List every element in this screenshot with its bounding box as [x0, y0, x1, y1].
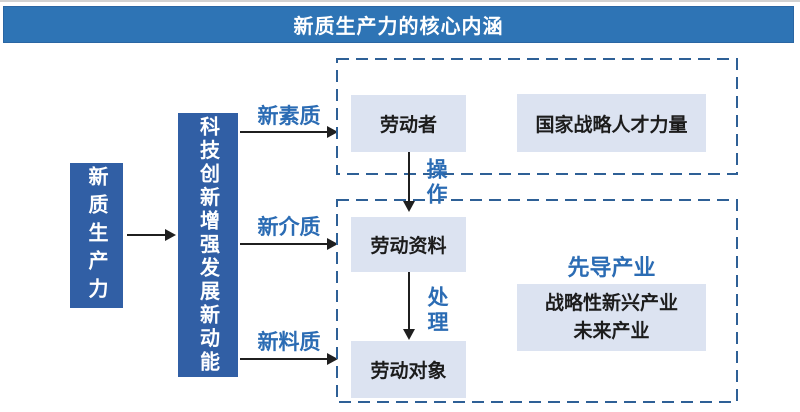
node-national-talent-label: 国家战略人才力量 — [535, 114, 688, 136]
dashed-border-bottom — [336, 199, 738, 403]
branch-label-new-material: 新料质 — [257, 331, 321, 354]
top-hairline — [0, 0, 800, 2]
node-labor-materials: 劳动资料 — [351, 217, 466, 272]
dashed-border-top — [336, 58, 738, 175]
arrow-laborer-to-materials — [408, 152, 410, 201]
flow-label-operate: 操作 — [424, 158, 447, 208]
node-tech-innovation-label: 科技创新增强发展新动能 — [196, 115, 219, 375]
node-tech-innovation: 科技创新增强发展新动能 — [178, 113, 238, 377]
branch-label-new-quality: 新素质 — [257, 105, 321, 128]
arrow-branch-to-laborer — [240, 131, 327, 133]
node-labor-objects-label: 劳动对象 — [370, 361, 447, 382]
title-banner: 新质生产力的核心内涵 — [3, 6, 794, 43]
arrow-materials-to-objects — [408, 272, 410, 329]
group-laborer-dashed-frame — [336, 58, 738, 175]
flow-label-process: 处理 — [425, 286, 448, 336]
industry-line-strategic: 战略性新兴产业 — [544, 292, 678, 314]
node-labor-materials-label: 劳动资料 — [370, 236, 447, 257]
node-new-productivity-label: 新质生产力 — [85, 165, 107, 306]
arrow-source-to-driver — [127, 234, 165, 236]
node-labor-objects: 劳动对象 — [351, 341, 466, 398]
node-laborer: 劳动者 — [351, 95, 466, 152]
arrow-branch-to-objects — [240, 358, 327, 360]
group-production-dashed-frame — [336, 199, 738, 403]
node-new-productivity: 新质生产力 — [70, 163, 123, 308]
industry-line-future: 未来产业 — [573, 320, 650, 342]
node-laborer-label: 劳动者 — [379, 115, 437, 136]
arrow-branch-to-materials — [240, 243, 327, 245]
node-industries: 战略性新兴产业 未来产业 — [517, 284, 706, 351]
node-national-talent: 国家战略人才力量 — [517, 94, 706, 152]
page-title: 新质生产力的核心内涵 — [293, 16, 504, 38]
leading-industry-title: 先导产业 — [567, 255, 656, 280]
branch-label-new-medium: 新介质 — [257, 216, 321, 239]
